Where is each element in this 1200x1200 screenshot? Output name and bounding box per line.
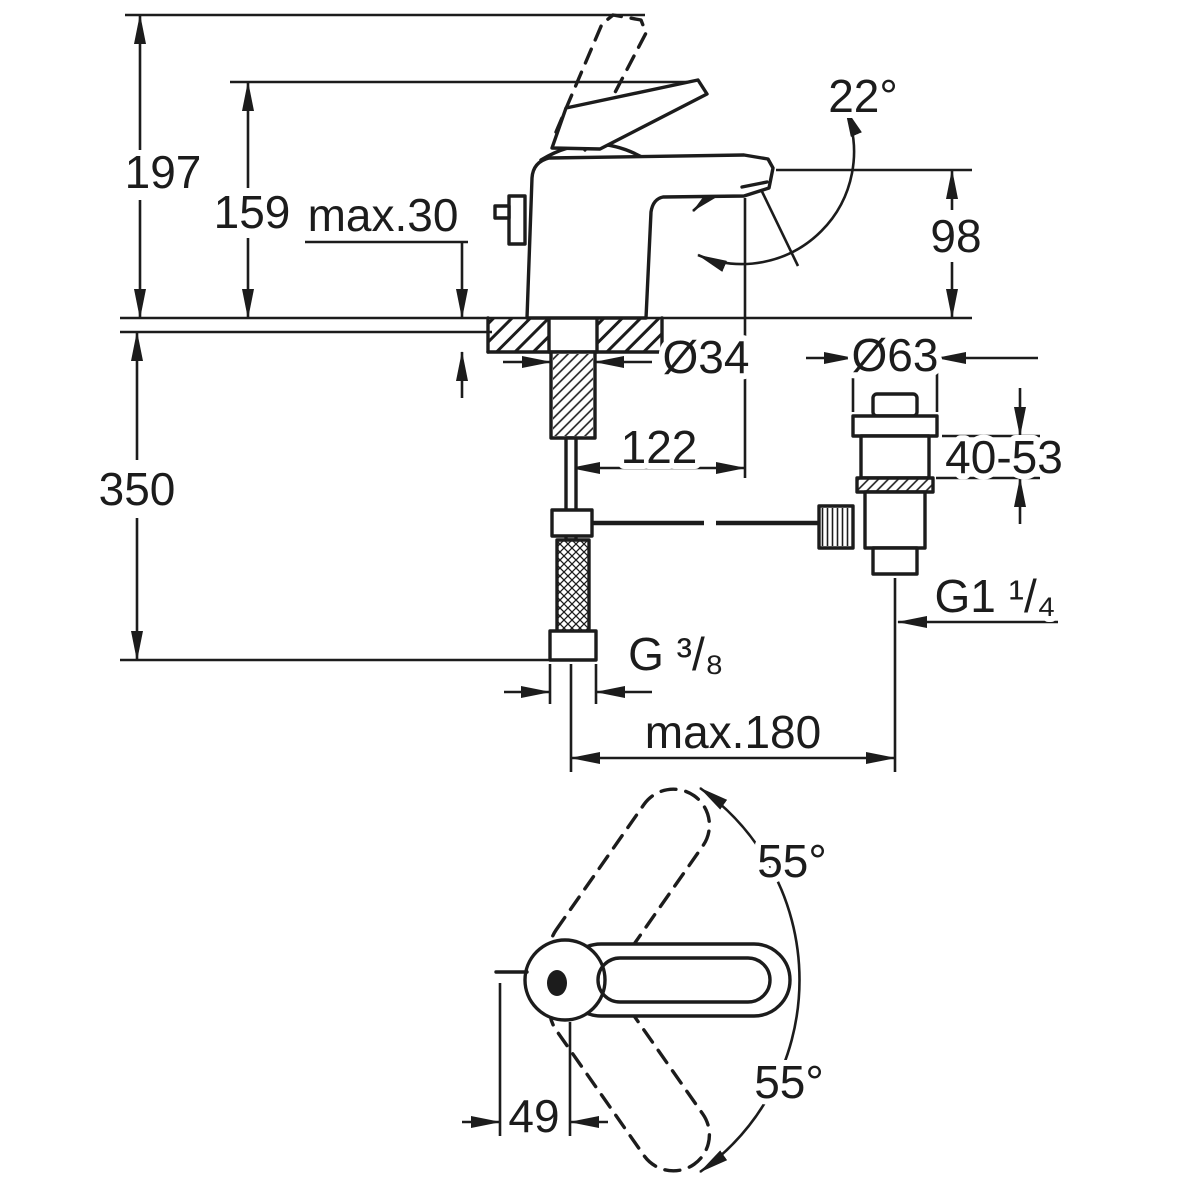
body-and-spout-outline [525,153,775,320]
pull-rod-knob [507,194,527,246]
dim-label-197: 197 [125,146,202,198]
dim-label-350: 350 [99,463,176,515]
handle-lever [550,78,709,151]
waste-flange [851,414,939,438]
dim-label-55deg-upper: 55° [757,835,827,887]
waste-upper-body [859,434,931,480]
mounting-deck [486,316,664,354]
dim-label-98: 98 [930,210,981,262]
dim-label-49: 49 [508,1090,559,1142]
rod-clamp [550,508,594,538]
deck-hatch [489,319,548,351]
faucet-body [493,13,775,320]
swivel-arc [699,786,801,1174]
dim-label-g114: G1 ¹/₄ [934,570,1055,622]
waste-plug-cap [871,392,919,418]
dim-label-22deg: 22° [828,70,898,122]
pop-up-waste [817,392,939,576]
waste-seal-texture [858,479,932,491]
dim-label-55deg-lower: 55° [754,1056,824,1108]
dimension-lines [131,14,1058,764]
dim-label-4053: 40-53 [945,431,1063,483]
waste-lower-body [863,490,927,550]
top-view-dimensions [462,786,801,1174]
thread-texture [553,354,593,436]
deck-hatch [597,319,661,351]
hose-braid-texture [558,541,588,632]
dim-label-d63: Ø63 [852,329,939,381]
knurl-texture [821,508,851,546]
logo-dot [547,970,567,996]
side-view: 197 159 max.30 22° 98 Ø34 Ø63 350 122 40… [93,13,1069,772]
handle-top-face [596,956,772,1004]
dim-label-max30: max.30 [308,189,459,241]
top-view-labels: 55° 55° 49 [502,829,832,1148]
side-view-labels: 197 159 max.30 22° 98 Ø34 Ø63 350 122 40… [93,64,1069,764]
waste-outlet [871,546,919,576]
under-deck-parts [548,350,818,662]
dim-label-max180: max.180 [645,706,821,758]
top-view: 55° 55° 49 [462,786,833,1174]
aerator-line [740,180,769,189]
dim-label-g38: G ³/₈ [628,628,724,680]
pull-rod-knob-tip [493,204,511,220]
angle-22-arc [697,107,862,272]
dim-label-159: 159 [214,186,291,238]
dim-label-122: 122 [621,421,698,473]
hose-nut [548,629,598,662]
dim-label-d34: Ø34 [663,331,750,383]
